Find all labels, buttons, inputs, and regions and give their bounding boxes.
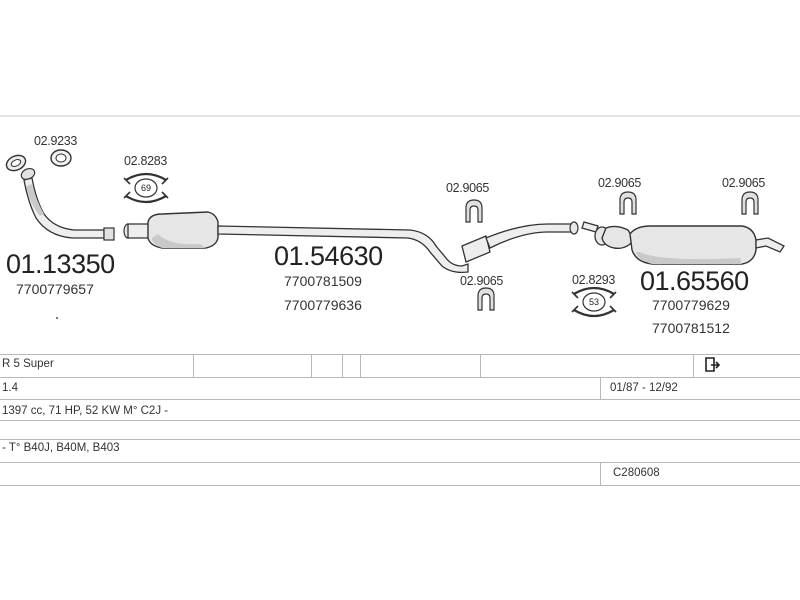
middle-box-part-number: 01.54630 [274,241,383,271]
middle-box-oem-number-1: 7700781509 [284,273,362,289]
front-pipe-oem-number: 7700779657 [16,281,94,297]
front-pipe-part-number: 01.13350 [6,249,115,279]
table-row [0,421,800,440]
exhaust-diagram: 02.9233 01.13350 7700779657 69 02.8283 0… [0,115,800,336]
table-row: R 5 Super [0,354,800,378]
clamp-front-badge: 69 [141,183,151,193]
hanger-mid-bottom-label: 02.9065 [460,274,503,288]
rear-box-oem-number-1: 7700779629 [652,297,730,313]
hanger-rear-1-label: 02.9065 [598,176,641,190]
middle-box-oem-number-2: 7700779636 [284,297,362,313]
rubber-hanger-icon [741,191,759,215]
document-arrow-icon[interactable] [703,356,721,377]
table-row: C280608 [0,463,800,486]
gasket-ring-icon [50,149,72,167]
rear-box-part-number: 01.65560 [640,266,749,296]
stray-dot [56,317,58,319]
vehicle-model: R 5 Super [2,358,54,370]
hanger-rear-2-label: 02.9065 [722,176,765,190]
table-row: 1397 cc, 71 HP, 52 KW M° C2J - [0,400,800,421]
engine-specs: 1397 cc, 71 HP, 52 KW M° C2J - [2,405,169,417]
rubber-hanger-icon [619,191,637,215]
clamp-rear-label: 02.8293 [572,273,615,287]
engine-size: 1.4 [2,382,18,394]
table-row: 1.4 01/87 - 12/92 [0,377,800,400]
pipe-clamp-icon [123,172,169,204]
pipe-clamp-icon [571,286,617,318]
clamp-rear-badge: 53 [589,297,599,307]
vehicle-types: - T° B40J, B40M, B403 [2,442,120,454]
hanger-mid-top-label: 02.9065 [446,181,489,195]
rubber-hanger-icon [477,287,495,311]
production-years: 01/87 - 12/92 [610,382,678,394]
table-row: - T° B40J, B40M, B403 [0,440,800,463]
rubber-hanger-icon [465,199,483,223]
middle-silencer-icon [123,211,579,274]
rear-box-oem-number-2: 7700781512 [652,320,730,336]
rear-silencer-icon [581,221,785,265]
gasket-top-label: 02.9233 [34,134,77,148]
catalog-code: C280608 [613,467,660,479]
clamp-front-label: 02.8283 [124,154,167,168]
front-pipe-icon [5,154,115,241]
